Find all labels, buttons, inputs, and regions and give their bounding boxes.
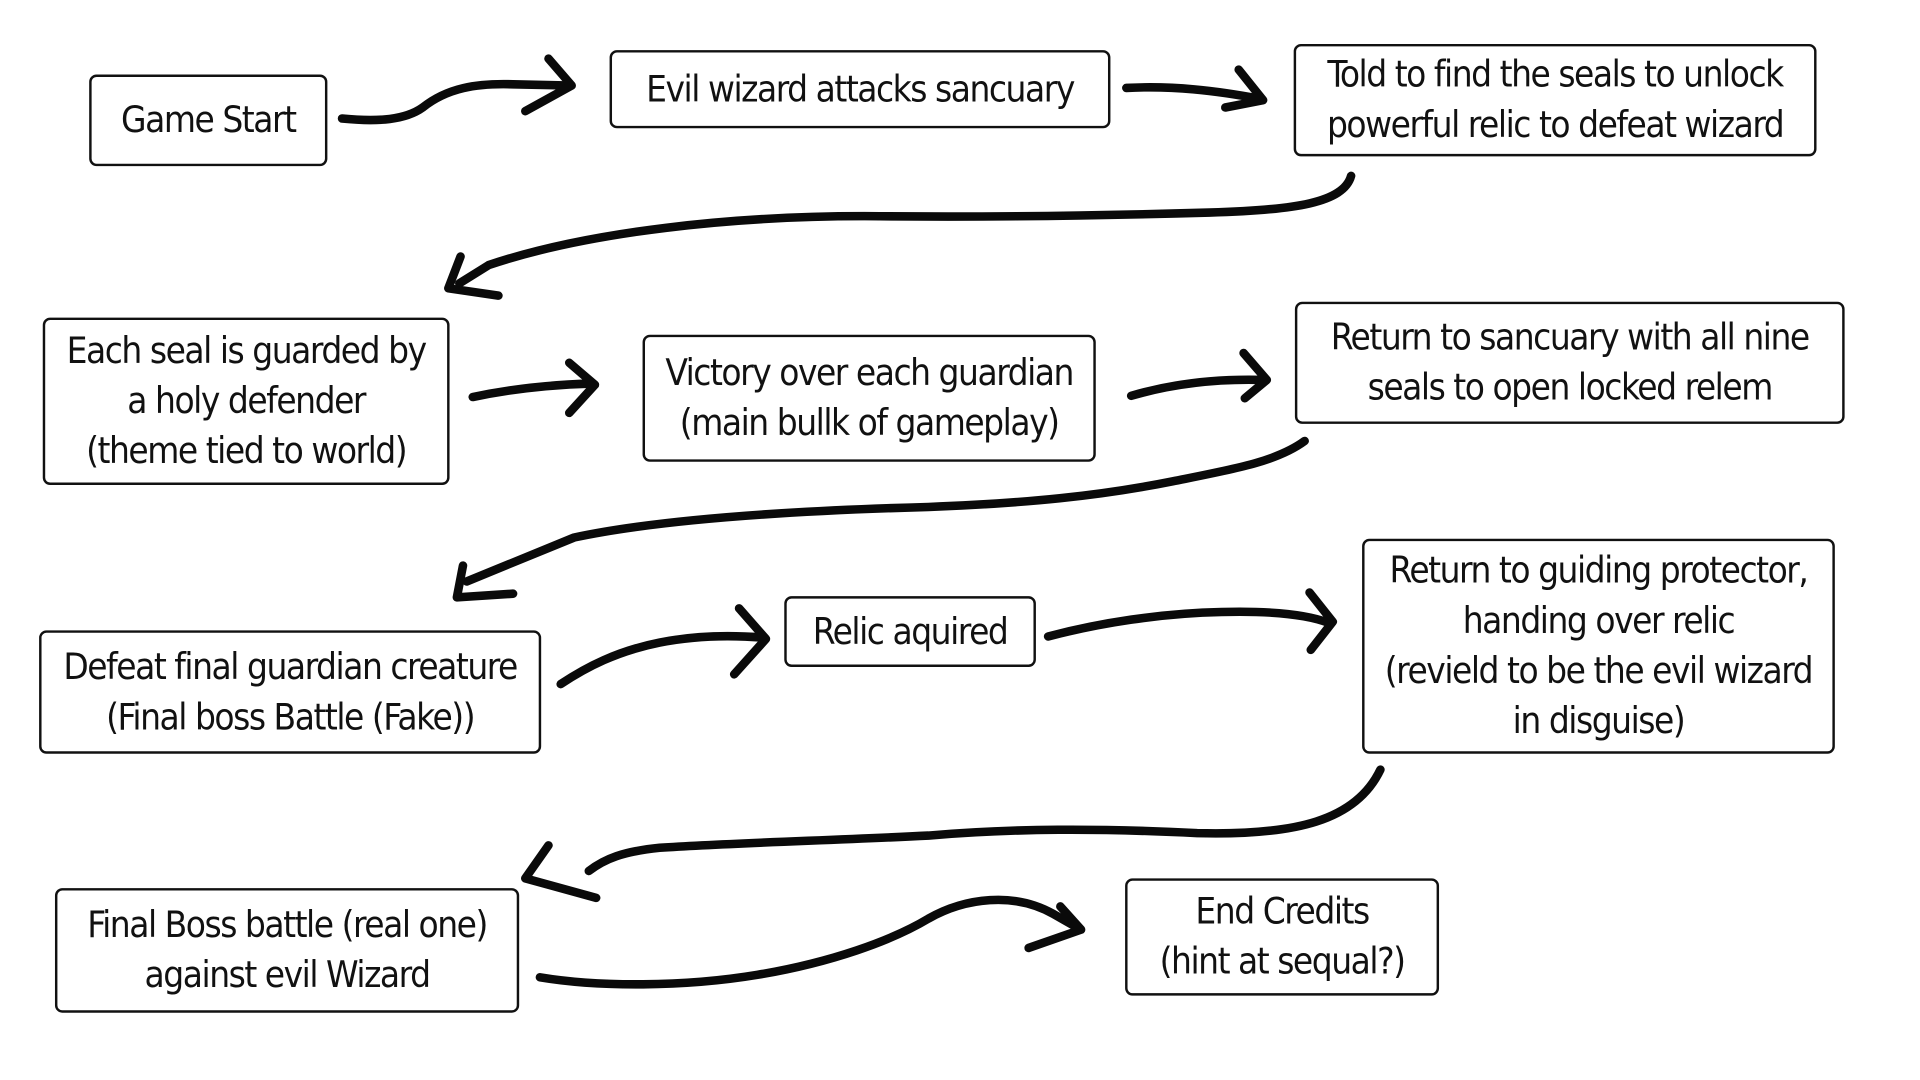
node-text-line: Final Boss battle (real one) xyxy=(87,903,488,947)
node-text-line: Game Start xyxy=(121,98,297,142)
node-text-line: Return to sancuary with all nine xyxy=(1330,316,1810,360)
node-text-line: Return to guiding protector, xyxy=(1389,549,1809,593)
arrow-shaft xyxy=(1043,607,1334,641)
arrow-head xyxy=(1305,588,1338,655)
arrow-shaft xyxy=(455,171,1356,288)
node-text-line: (revield to be the evil wizard xyxy=(1384,649,1814,693)
arrow-head xyxy=(452,561,518,602)
arrow-head xyxy=(1220,65,1268,112)
node-text-line: powerful relic to defeat wizard xyxy=(1326,103,1785,147)
arrow-head xyxy=(564,358,600,418)
arrow-shaft xyxy=(584,765,1385,876)
node-text-line: End Credits xyxy=(1195,890,1370,934)
node-text-line: Evil wizard attacks sancuary xyxy=(646,67,1075,111)
node-defeat-final-guardian: Defeat final guardian creature (Final bo… xyxy=(39,630,542,754)
node-wizard-attacks: Evil wizard attacks sancuary xyxy=(609,50,1111,129)
node-text-line: (theme tied to world) xyxy=(86,430,408,473)
arrow-shaft xyxy=(468,379,596,402)
node-text-line: in disguise) xyxy=(1512,699,1686,743)
arrow-game-start-to-wizard-attacks xyxy=(337,54,576,125)
arrow-shaft xyxy=(1126,375,1267,401)
arrow-defeat-final-guardian-to-relic-acquired xyxy=(556,604,771,689)
arrow-victory-guardian-to-return-sanctuary xyxy=(1126,348,1272,403)
arrow-return-sanctuary-to-defeat-final-guardian xyxy=(452,436,1309,602)
node-text-line: a holy defender xyxy=(127,379,366,423)
arrow-find-seals-to-seal-guarded xyxy=(444,171,1356,300)
node-return-protector: Return to guiding protector, handing ove… xyxy=(1362,538,1835,754)
arrow-final-boss-real-to-end-credits xyxy=(535,895,1086,989)
node-relic-acquired: Relic aquired xyxy=(784,596,1036,667)
node-text-line: Told to find the seals to unlock xyxy=(1327,53,1784,97)
node-find-seals: Told to find the seals to unlock powerfu… xyxy=(1293,43,1817,157)
arrow-head xyxy=(521,54,576,116)
node-text-line: Each seal is guarded by xyxy=(66,329,427,373)
node-text-line: handing over relic xyxy=(1462,599,1736,643)
arrow-head xyxy=(444,252,503,300)
node-victory-guardian: Victory over each guardian (main bullk o… xyxy=(642,334,1096,462)
node-text-line: Defeat final guardian creature xyxy=(63,645,518,689)
node-text-line: seals to open locked relem xyxy=(1367,366,1774,410)
node-text-line: Victory over each guardian xyxy=(665,351,1074,395)
arrow-head xyxy=(1024,902,1086,953)
arrow-seal-guarded-to-victory-guardian xyxy=(468,358,600,418)
arrow-relic-acquired-to-return-protector xyxy=(1043,588,1338,655)
node-text-line: (Final boss Battle (Fake)) xyxy=(106,695,475,739)
node-end-credits: End Credits (hint at sequal?) xyxy=(1125,878,1440,996)
node-seal-guarded: Each seal is guarded by a holy defender … xyxy=(42,317,450,485)
arrow-wizard-attacks-to-find-seals xyxy=(1122,65,1268,112)
node-text-line: Relic aquired xyxy=(812,610,1009,653)
arrow-head xyxy=(1239,348,1272,403)
arrow-shaft xyxy=(556,631,768,689)
node-text-line: (main bullk of gameplay) xyxy=(679,401,1060,445)
node-text-line: against evil Wizard xyxy=(144,954,432,997)
arrow-shaft xyxy=(1122,83,1265,104)
node-return-sanctuary: Return to sancuary with all nine seals t… xyxy=(1294,301,1845,424)
node-final-boss-real: Final Boss battle (real one) against evi… xyxy=(54,888,520,1013)
arrow-shaft xyxy=(462,436,1309,586)
arrow-shaft xyxy=(535,895,1083,989)
arrow-head xyxy=(729,604,771,679)
node-game-start: Game Start xyxy=(89,74,328,167)
node-text-line: (hint at sequal?) xyxy=(1159,940,1406,984)
arrow-shaft xyxy=(337,79,574,125)
arrow-head xyxy=(521,841,601,903)
